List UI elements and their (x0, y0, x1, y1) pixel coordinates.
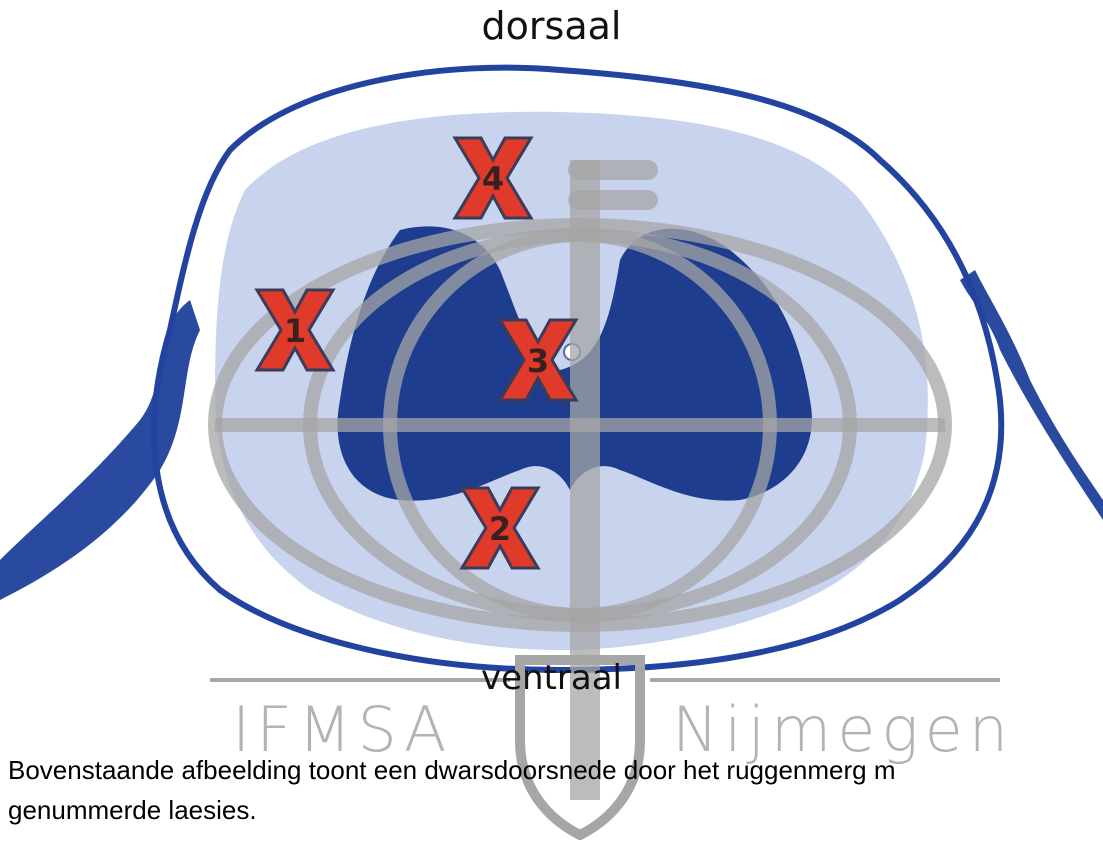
lesion-number-1: 1 (284, 312, 306, 350)
caption: Bovenstaande afbeelding toont een dwarsd… (8, 750, 1103, 830)
lesion-number-2: 2 (489, 510, 511, 548)
left-tissue-band (0, 300, 200, 600)
ventral-label: ventraal (0, 658, 1103, 698)
lesion-number-4: 4 (482, 160, 504, 198)
lesion-number-3: 3 (527, 342, 549, 380)
dorsal-label: dorsaal (0, 4, 1103, 48)
caption-line-2: genummerde laesies. (8, 790, 1103, 830)
caption-line-1: Bovenstaande afbeelding toont een dwarsd… (8, 750, 1103, 790)
